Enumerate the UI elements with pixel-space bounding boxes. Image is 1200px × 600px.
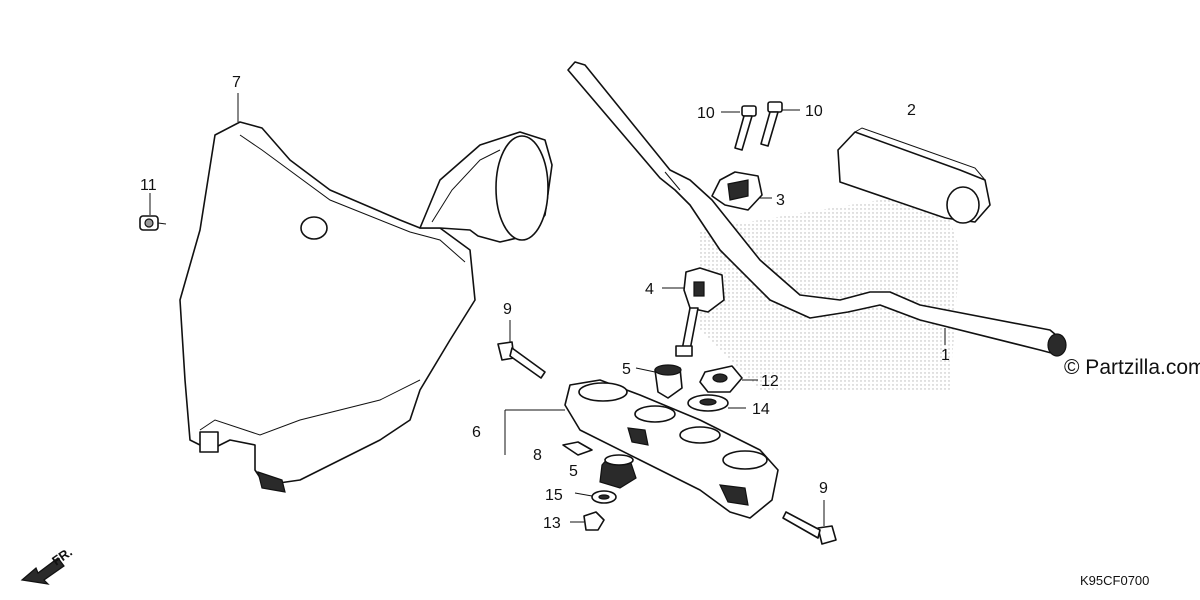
callout-6: 6 <box>472 424 481 441</box>
callout-13: 13 <box>543 515 561 532</box>
part-12-nut[interactable] <box>699 365 743 393</box>
callout-8: 8 <box>533 447 542 464</box>
callout-10-left: 10 <box>697 105 715 122</box>
stipple-area <box>700 190 960 390</box>
part-7-front-number-plate[interactable] <box>179 121 553 493</box>
part-5-bushing-upper[interactable] <box>654 364 683 399</box>
part-9-bolt-lower[interactable] <box>782 511 837 545</box>
callout-9-upper: 9 <box>503 301 512 318</box>
callout-5-lower: 5 <box>569 463 578 480</box>
diagram-code: K95CF0700 <box>1080 573 1149 588</box>
part-10-bolts[interactable] <box>734 101 783 151</box>
callout-3: 3 <box>776 192 785 209</box>
copyright-text: © Partzilla.com <box>1064 356 1200 379</box>
part-3-upper-holder[interactable] <box>711 171 763 211</box>
part-6-top-bridge[interactable] <box>564 379 779 519</box>
callout-11: 11 <box>140 177 157 194</box>
part-5-bushing-lower[interactable] <box>599 454 637 489</box>
part-11-screw[interactable] <box>139 215 167 231</box>
callout-1: 1 <box>941 347 950 364</box>
part-14-washer[interactable] <box>687 394 729 412</box>
callout-7: 7 <box>232 74 241 91</box>
callout-14: 14 <box>752 401 770 418</box>
part-9-bolt-upper[interactable] <box>497 341 546 379</box>
arrow-down-left-icon <box>20 557 65 585</box>
callout-2: 2 <box>907 102 916 119</box>
callout-15: 15 <box>545 487 563 504</box>
callout-4: 4 <box>645 281 654 298</box>
callout-10-right: 10 <box>805 103 823 120</box>
part-8-plate[interactable] <box>562 441 593 456</box>
callout-12: 12 <box>761 373 779 390</box>
part-15-washer[interactable] <box>591 490 617 504</box>
callout-5-upper: 5 <box>622 361 631 378</box>
part-2-handlebar-pad[interactable] <box>837 127 991 224</box>
part-4-lower-holder[interactable] <box>675 267 725 357</box>
front-direction-arrow: FR. <box>20 544 75 585</box>
leader-lines <box>149 93 946 526</box>
callout-9-lower: 9 <box>819 480 828 497</box>
part-13-nut[interactable] <box>583 511 605 531</box>
part-1-handlebar[interactable] <box>567 61 1067 357</box>
